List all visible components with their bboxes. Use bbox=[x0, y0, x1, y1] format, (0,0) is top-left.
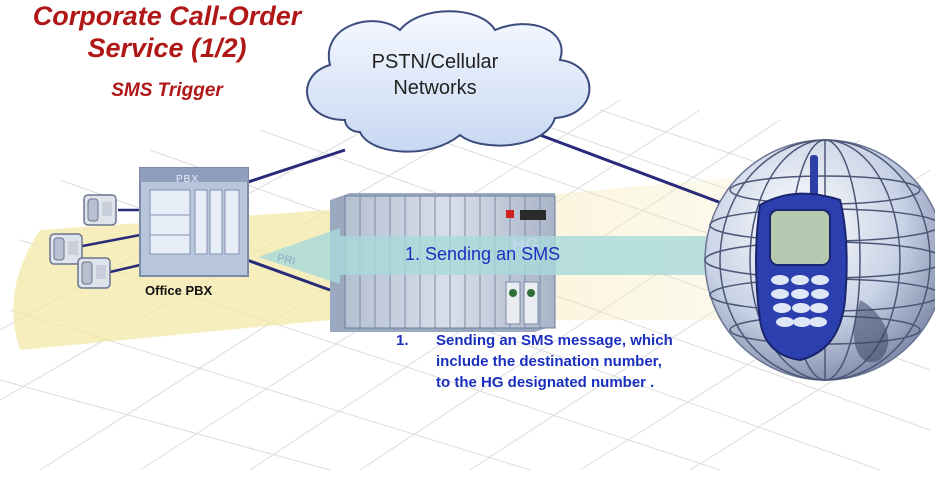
description-line-1: Sending an SMS message, which bbox=[436, 332, 673, 349]
cloud-label-line-1: PSTN/Cellular bbox=[371, 51, 499, 73]
network-links bbox=[244, 133, 741, 292]
description-line-2: include the destination number, bbox=[436, 353, 662, 370]
pbx-box-label: PBX bbox=[176, 174, 200, 185]
mobile-phone-icon bbox=[755, 155, 848, 362]
pbx-label: Office PBX bbox=[145, 283, 213, 298]
cloud-network bbox=[306, 10, 591, 153]
subtitle: SMS Trigger bbox=[111, 80, 223, 101]
step-number: 1. bbox=[396, 332, 409, 349]
desk-phone-3 bbox=[77, 257, 111, 289]
title-line-2: Service (1/2) bbox=[87, 33, 247, 63]
sms-arrow bbox=[258, 228, 760, 284]
desk-phone-1 bbox=[83, 194, 117, 226]
desk-phone-2 bbox=[49, 233, 83, 265]
description-line-3: to the HG designated number . bbox=[436, 374, 655, 391]
cloud-label-line-2: Networks bbox=[393, 77, 477, 99]
phone-links bbox=[71, 208, 141, 274]
arrow-label: 1. Sending an SMS bbox=[405, 244, 561, 264]
title-line-1: Corporate Call-Order bbox=[32, 1, 302, 31]
pbx-unit bbox=[139, 167, 249, 277]
gateway-label: HG bbox=[512, 235, 539, 255]
